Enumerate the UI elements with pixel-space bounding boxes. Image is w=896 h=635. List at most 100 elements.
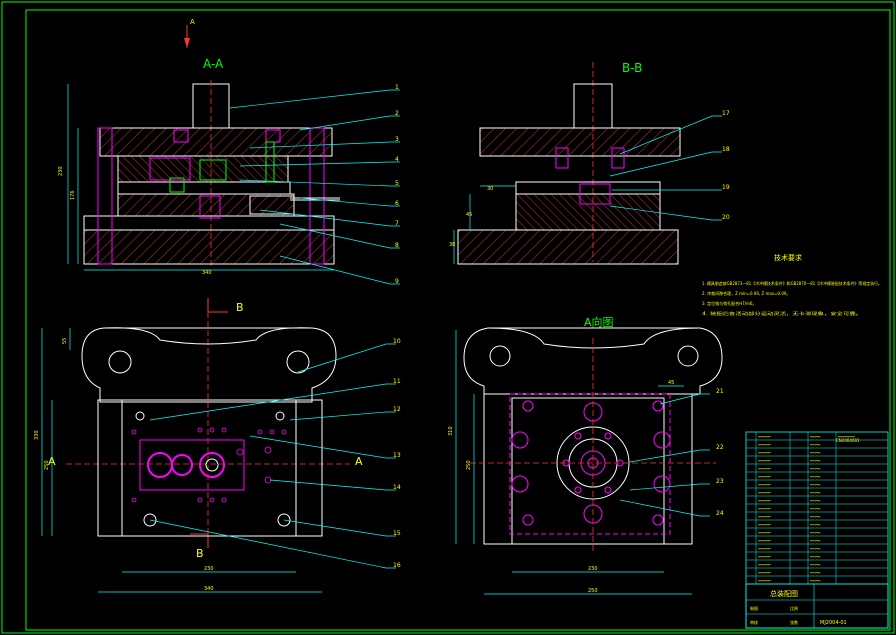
title-note-1: 审核	[750, 619, 758, 625]
dim-bb-3: 38	[449, 242, 455, 248]
svg-text:━━━━━━: ━━━━━━	[757, 523, 772, 527]
svg-text:━━━━━: ━━━━━	[809, 491, 821, 495]
svg-text:━━━━━: ━━━━━	[809, 475, 821, 479]
view-a-title: A向图	[584, 315, 614, 329]
balloon-15: 15	[393, 530, 401, 537]
balloon-9: 9	[395, 278, 399, 285]
balloon-3: 3	[395, 136, 399, 143]
balloon-7: 7	[395, 220, 399, 227]
balloon-13: 13	[393, 452, 401, 459]
title-drawing-name: 总装配图	[770, 589, 798, 598]
balloon-12: 12	[393, 406, 401, 413]
dim-plan-height-2: 330	[34, 430, 40, 440]
balloon-20: 20	[722, 214, 730, 221]
svg-text:━━━━━: ━━━━━	[809, 579, 821, 583]
section-aa-top-letter: A	[190, 18, 195, 26]
plan-cut-letter-b-bottom: B	[196, 547, 204, 560]
tech-req-1: 1. 模具制造按GB2873—81《冷冲模技术条件》和GB2870—81《冷冲模…	[702, 280, 882, 286]
dim-plan-depth-top: 55	[62, 338, 68, 344]
section-aa-view: A A-A 230 176 340	[58, 18, 340, 276]
svg-text:━━━━━━: ━━━━━━	[757, 499, 772, 503]
title-note-3: 张数	[790, 619, 798, 625]
svg-text:━━━━━: ━━━━━	[809, 515, 821, 519]
tech-requirements: 技术要求 1. 模具制造按GB2873—81《冷冲模技术条件》和GB2870—8…	[702, 253, 882, 316]
svg-text:━━━━━━━━: ━━━━━━━━	[837, 435, 856, 439]
balloon-21: 21	[716, 388, 724, 395]
balloon-4: 4	[395, 156, 399, 163]
svg-text:━━━━━: ━━━━━	[809, 539, 821, 543]
svg-text:━━━━━━: ━━━━━━	[757, 459, 772, 463]
dim-aa-height-1: 230	[58, 166, 64, 176]
title-note-0: 制图	[750, 605, 758, 611]
balloon-19: 19	[722, 184, 730, 191]
balloon-24: 24	[716, 510, 724, 517]
dim-view-a-height: 250	[466, 460, 472, 470]
svg-text:━━━━━━: ━━━━━━	[757, 435, 772, 439]
svg-text:━━━━━━: ━━━━━━	[757, 539, 772, 543]
svg-text:━━━━━: ━━━━━	[809, 547, 821, 551]
svg-text:━━━━━━: ━━━━━━	[757, 563, 772, 567]
svg-text:━━━━━━: ━━━━━━	[757, 531, 772, 535]
inner-frame	[25, 9, 891, 631]
svg-text:━━━━━: ━━━━━	[809, 507, 821, 511]
svg-text:━━━━━: ━━━━━	[809, 563, 821, 567]
dim-aa-width: 340	[202, 270, 212, 276]
svg-text:━━━━━: ━━━━━	[809, 571, 821, 575]
svg-text:━━━━━━: ━━━━━━	[757, 547, 772, 551]
leaders-aa	[229, 89, 400, 285]
dim-view-a-width: 230	[588, 566, 598, 572]
balloons-aa: 1 2 3 4 5 6 7 8 9	[395, 84, 399, 285]
svg-text:━━━━━━: ━━━━━━	[757, 467, 772, 471]
balloon-1: 1	[395, 84, 399, 91]
svg-text:━━━━━━: ━━━━━━	[757, 451, 772, 455]
parts-list-text: ━━━━━━━━━━━━━━━━━━━ ━━━━━━━━━━━ ━━━━━━━━…	[757, 435, 856, 583]
balloon-18: 18	[722, 146, 730, 153]
svg-text:━━━━━: ━━━━━	[809, 555, 821, 559]
dim-bb-2: 45	[466, 212, 472, 218]
svg-text:━━━━━: ━━━━━	[809, 459, 821, 463]
title-drawing-number: MJ2004-01	[820, 620, 847, 626]
svg-text:━━━━━━: ━━━━━━	[757, 483, 772, 487]
balloons-bb: 17 18 19 20	[722, 110, 730, 221]
plan-cut-letter-b-top: B	[236, 301, 244, 314]
dim-plan-width-inner: 230	[204, 566, 214, 572]
balloons-view-a: 21 22 23 24	[716, 388, 724, 517]
balloon-11: 11	[393, 378, 401, 385]
tech-req-4: 4. 装配后各活动部分运动灵活，无卡滞现象，安全可靠。	[702, 310, 862, 316]
svg-text:━━━━━: ━━━━━	[809, 467, 821, 471]
balloon-6: 6	[395, 200, 399, 207]
leaders-plan	[149, 343, 396, 569]
svg-text:━━━━━: ━━━━━	[809, 523, 821, 527]
title-block: ━━━━━━━━━━━━━━━━━━━ ━━━━━━━━━━━ ━━━━━━━━…	[745, 431, 889, 629]
svg-text:━━━━━━: ━━━━━━	[757, 515, 772, 519]
plan-view: B B A A 330 2	[34, 298, 363, 593]
balloon-8: 8	[395, 242, 399, 249]
balloon-16: 16	[393, 562, 401, 569]
balloons-plan: 10 11 12 13 14 15 16	[393, 338, 401, 569]
tech-req-3: 3. 定位销与销孔配合H7/m6。	[702, 300, 756, 306]
svg-text:━━━━━: ━━━━━	[809, 499, 821, 503]
title-note-2: 比例	[790, 605, 798, 611]
svg-text:━━━━━: ━━━━━	[809, 435, 821, 439]
dim-plan-height-1: 250	[44, 460, 50, 470]
dim-bb-1: 30	[487, 186, 493, 192]
svg-text:━━━━━: ━━━━━	[809, 531, 821, 535]
svg-text:━━━━━: ━━━━━	[809, 443, 821, 447]
dim-aa-height-2: 176	[70, 190, 76, 200]
section-bb-title: B-B	[622, 61, 642, 75]
svg-text:━━━━━━: ━━━━━━	[757, 475, 772, 479]
leaders-bb	[609, 115, 722, 221]
dim-view-a-height-2: 310	[448, 426, 454, 436]
dim-view-a-small: 45	[668, 380, 674, 386]
svg-text:━━━━━━: ━━━━━━	[757, 491, 772, 495]
section-bb-view: B-B 30 45 38	[449, 61, 681, 265]
balloon-5: 5	[395, 180, 399, 187]
dim-view-a-width-outer: 250	[588, 588, 598, 594]
balloon-17: 17	[722, 110, 730, 117]
dim-plan-width-outer: 340	[204, 586, 214, 592]
section-aa-title: A-A	[203, 57, 224, 71]
balloon-2: 2	[395, 110, 399, 117]
plan-cut-letter-a-right: A	[355, 455, 363, 468]
